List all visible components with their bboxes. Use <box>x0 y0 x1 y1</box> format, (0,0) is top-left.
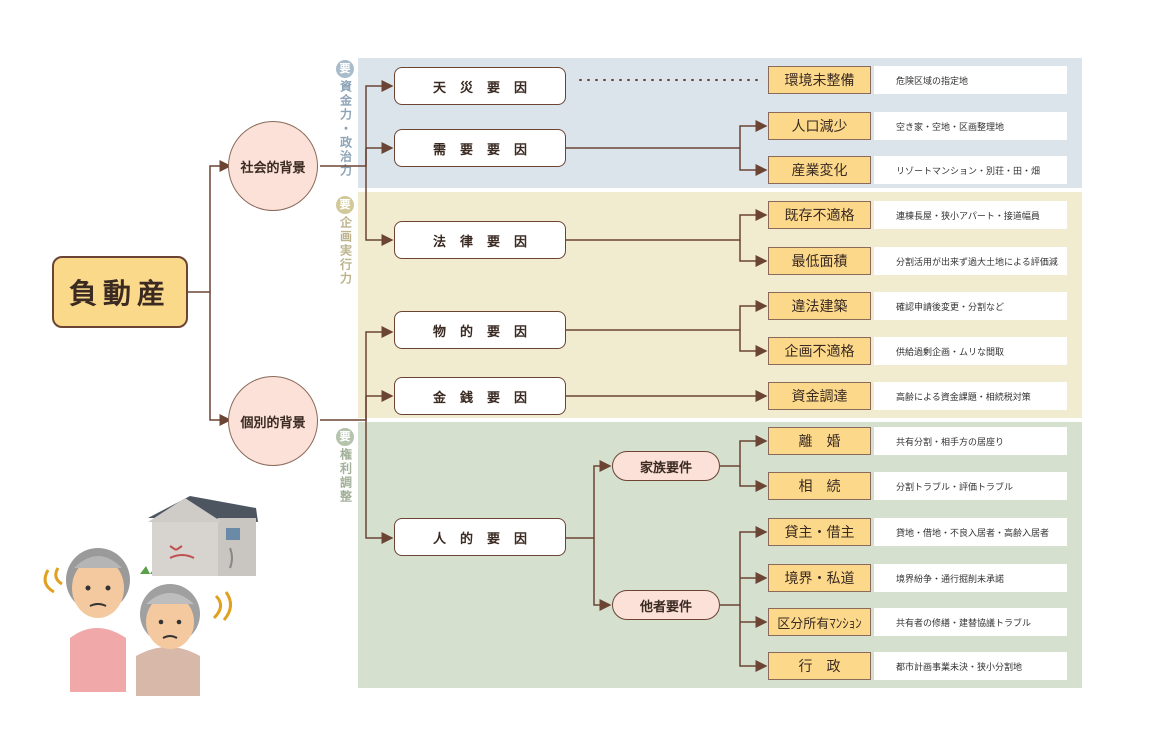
subgroup-others: 他者要件 <box>612 590 720 620</box>
factor-disaster: 天災要因 <box>394 67 566 105</box>
leaf-funding: 資金調達 <box>768 382 871 410</box>
leaf-administration: 行 政 <box>768 652 871 680</box>
desc-boundary: 境界紛争・通行掘削未承諾 <box>874 564 1067 592</box>
factor-law: 法律要因 <box>394 221 566 259</box>
band-label-rights: 要 権利調整 <box>333 428 357 504</box>
desc-planning-misfit: 供給過剰企画・ムリな間取 <box>874 337 1067 365</box>
leaf-min-area: 最低面積 <box>768 247 871 275</box>
leaf-landlord-tenant: 貸主・借主 <box>768 518 871 546</box>
leaf-boundary: 境界・私道 <box>768 564 871 592</box>
desc-population: 空き家・空地・区画整理地 <box>874 112 1067 140</box>
worried-man-icon <box>43 548 130 692</box>
branch-social-background: 社会的背景 <box>228 121 318 211</box>
leaf-population: 人口減少 <box>768 112 871 140</box>
worried-woman-icon <box>136 584 232 696</box>
desc-divorce: 共有分割・相手方の居座り <box>874 427 1067 455</box>
worried-couple-illustration <box>43 496 258 696</box>
leaf-condominium: 区分所有ﾏﾝｼｮﾝ <box>768 608 871 636</box>
band-label-funding: 要 資金力・政治力 <box>333 60 357 178</box>
desc-landlord-tenant: 貸地・借地・不良入居者・高齢入居者 <box>874 518 1067 546</box>
desc-funding: 高齢による資金課題・相続税対策 <box>874 382 1067 410</box>
leaf-illegal-building: 違法建築 <box>768 292 871 320</box>
subgroup-family: 家族要件 <box>612 451 720 481</box>
desc-illegal-building: 確認申請後変更・分割など <box>874 292 1067 320</box>
factor-physical: 物的要因 <box>394 311 566 349</box>
leaf-inheritance: 相 続 <box>768 472 871 500</box>
desc-administration: 都市計画事業未決・狭小分割地 <box>874 652 1067 680</box>
desc-min-area: 分割活用が出来ず過大土地による評価減 <box>874 247 1067 275</box>
desc-industry: リゾートマンション・別荘・田・畑 <box>874 156 1067 184</box>
leaf-nonconforming: 既存不適格 <box>768 201 871 229</box>
desc-condominium: 共有者の修繕・建替協議トラブル <box>874 608 1067 636</box>
root-node: 負動産 <box>52 256 188 328</box>
factor-money: 金銭要因 <box>394 377 566 415</box>
branch-individual-background: 個別的背景 <box>228 376 318 466</box>
leaf-planning-misfit: 企画不適格 <box>768 337 871 365</box>
factor-demand: 需要要因 <box>394 129 566 167</box>
desc-environment: 危険区域の指定地 <box>874 66 1067 94</box>
leaf-industry: 産業変化 <box>768 156 871 184</box>
desc-inheritance: 分割トラブル・評価トラブル <box>874 472 1067 500</box>
leaf-environment: 環境未整備 <box>768 66 871 94</box>
desc-nonconforming: 連棟長屋・狭小アパート・接道幅員 <box>874 201 1067 229</box>
leaf-divorce: 離 婚 <box>768 427 871 455</box>
old-house-icon <box>148 496 258 576</box>
factor-human: 人的要因 <box>394 518 566 556</box>
band-label-planning: 要 企画実行力 <box>333 196 357 286</box>
